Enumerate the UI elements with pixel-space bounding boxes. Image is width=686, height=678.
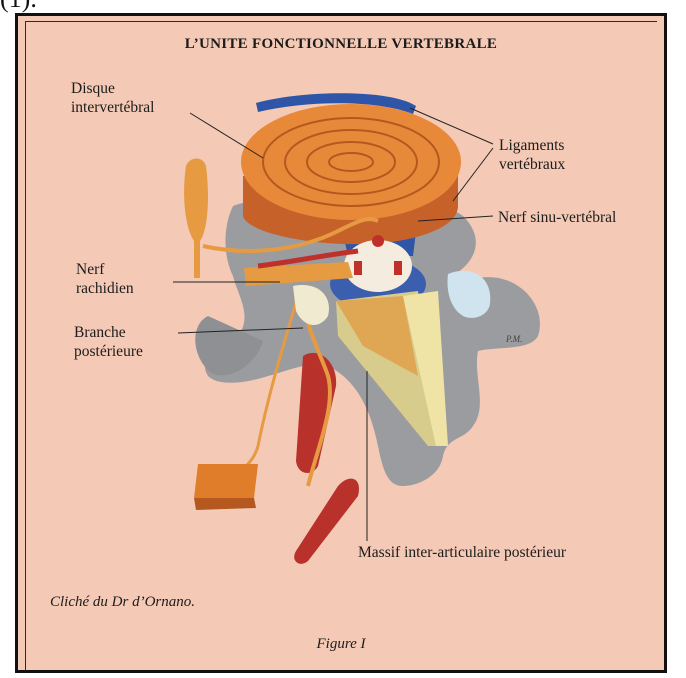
artist-signature: P.M. — [505, 334, 522, 344]
label-disque-line2: intervertébral — [71, 98, 154, 117]
label-nerf-line1: Nerf — [76, 260, 104, 279]
label-ligaments-line1: Ligaments — [499, 136, 564, 155]
muscle-block — [194, 464, 258, 498]
label-branche-posterieure-line2: postérieure — [74, 342, 143, 361]
photo-credit: Cliché du Dr d’Ornano. — [50, 594, 195, 611]
figure-title: L’UNITE FONCTIONNELLE VERTEBRALE — [18, 36, 664, 53]
label-nerf-rachidien-line2: rachidien — [76, 279, 134, 298]
label-nerf-sinu-vertebral: Nerf sinu-vertébral — [498, 208, 616, 227]
label-disque-line1: Disque — [71, 79, 115, 98]
previous-page-fragment: (1). — [0, 0, 37, 14]
figure-frame: P.M. L’UNITE FONCTIONNELLE VERTEBRALE Di… — [15, 13, 667, 673]
label-branche-line1: Branche — [74, 323, 126, 342]
muscle-lower — [294, 479, 359, 564]
sympathetic-ganglion — [184, 159, 208, 279]
label-massif-inter-articulaire: Massif inter-articulaire postérieur — [358, 543, 566, 562]
label-ligaments-line2: vertébraux — [499, 155, 565, 174]
figure-caption: Figure I — [18, 636, 664, 653]
disc-top — [241, 104, 461, 220]
